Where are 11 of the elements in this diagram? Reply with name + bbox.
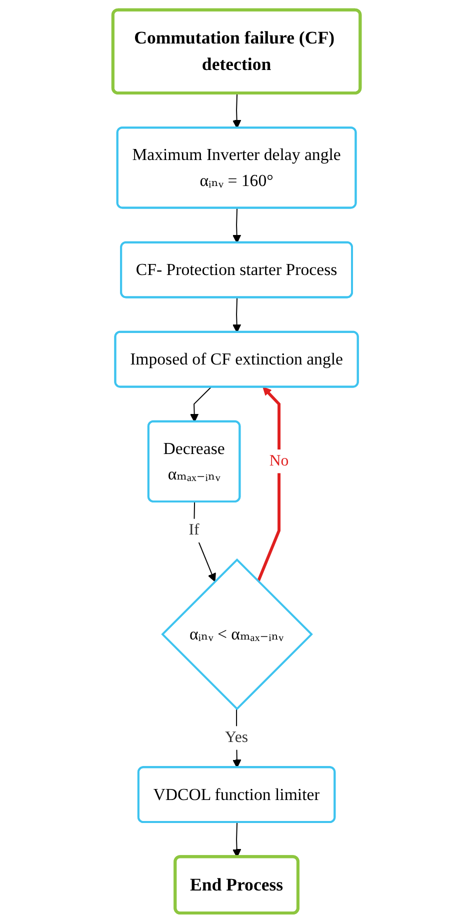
edge-label: Yes [225,729,249,746]
node-diamond: αᵢₙᵥ < αₘₐₓ₋ᵢₙᵥ [162,558,314,710]
arrow [190,386,212,422]
arrow [194,501,216,582]
arrow [232,822,242,858]
arrow [232,93,242,129]
edge-label: If [189,522,200,539]
arrow [232,297,242,333]
arrow [232,208,242,244]
arrow [257,386,281,582]
edge-label: No [270,452,290,470]
